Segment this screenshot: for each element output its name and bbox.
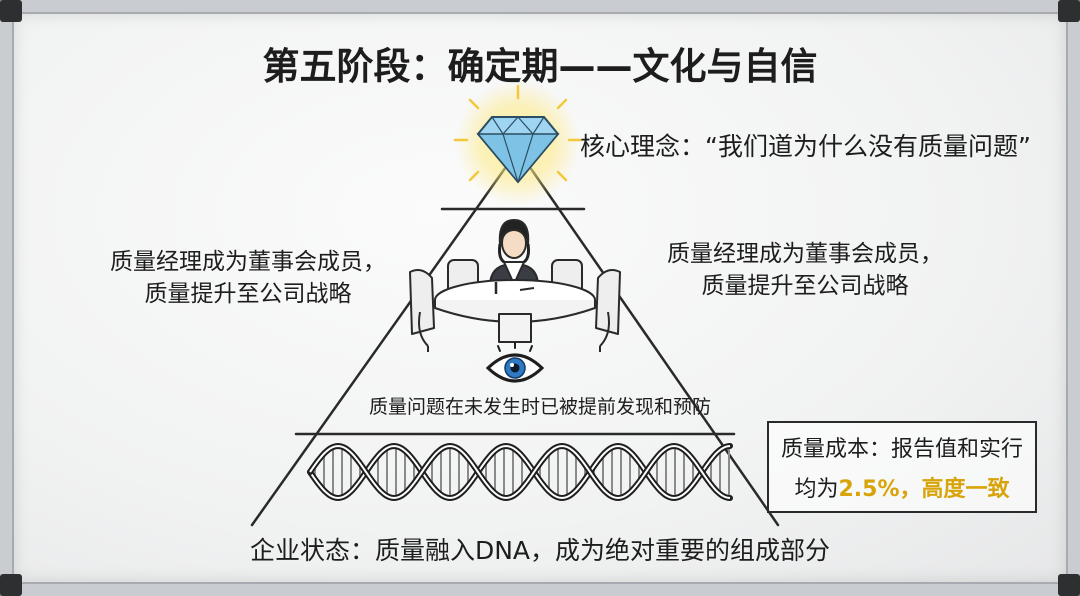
dna-strand-a-highlight (309, 444, 731, 500)
chair (595, 269, 621, 335)
left-note: 质量经理成为董事会成员， 质量提升至公司战略 (98, 246, 398, 310)
right-note-line1: 质量经理成为董事会成员， (667, 241, 943, 267)
quality-cost-line2: 均为2.5%，高度一致 (769, 471, 1035, 503)
table-stand (498, 313, 532, 343)
frame-corner-bottom-right (1058, 574, 1080, 596)
pyramid-left-edge (250, 148, 520, 527)
pyramid (250, 148, 780, 527)
diamond-icon (453, 81, 583, 205)
right-note-line2: 质量提升至公司战略 (701, 273, 909, 299)
core-concept-label: 核心理念：“我们道为什么没有质量问题” (580, 132, 1031, 161)
chair (409, 269, 435, 335)
quality-cost-box: 质量成本：报告值和实行 均为2.5%，高度一致 (767, 421, 1037, 513)
dna-strand-b-highlight (309, 444, 731, 500)
frame-corner-top-right (1058, 0, 1080, 22)
quality-cost-prefix: 均为 (794, 477, 839, 502)
page-title: 第五阶段：确定期——文化与自信 (262, 45, 818, 88)
quality-cost-suffix: ，高度一致 (899, 477, 1010, 502)
boardroom-illustration (409, 219, 621, 352)
executive-person (489, 219, 539, 287)
enterprise-status-label: 企业状态：质量融入DNA，成为绝对重要的组成部分 (249, 536, 831, 565)
quality-cost-line1: 质量成本：报告值和实行 (780, 437, 1023, 462)
pyramid-right-edge (516, 148, 780, 527)
frame-corner-top-left (0, 0, 22, 22)
left-note-line2: 质量提升至公司战略 (144, 281, 352, 307)
prevention-note: 质量问题在未发生时已被提前发现和预防 (368, 396, 711, 418)
right-note: 质量经理成为董事会成员， 质量提升至公司战略 (650, 238, 960, 302)
quality-cost-value: 2.5% (838, 477, 900, 502)
dna-helix-icon (307, 442, 733, 502)
eye-icon (485, 342, 545, 383)
left-note-line1: 质量经理成为董事会成员， (110, 249, 386, 275)
frame-corner-bottom-left (0, 574, 22, 596)
